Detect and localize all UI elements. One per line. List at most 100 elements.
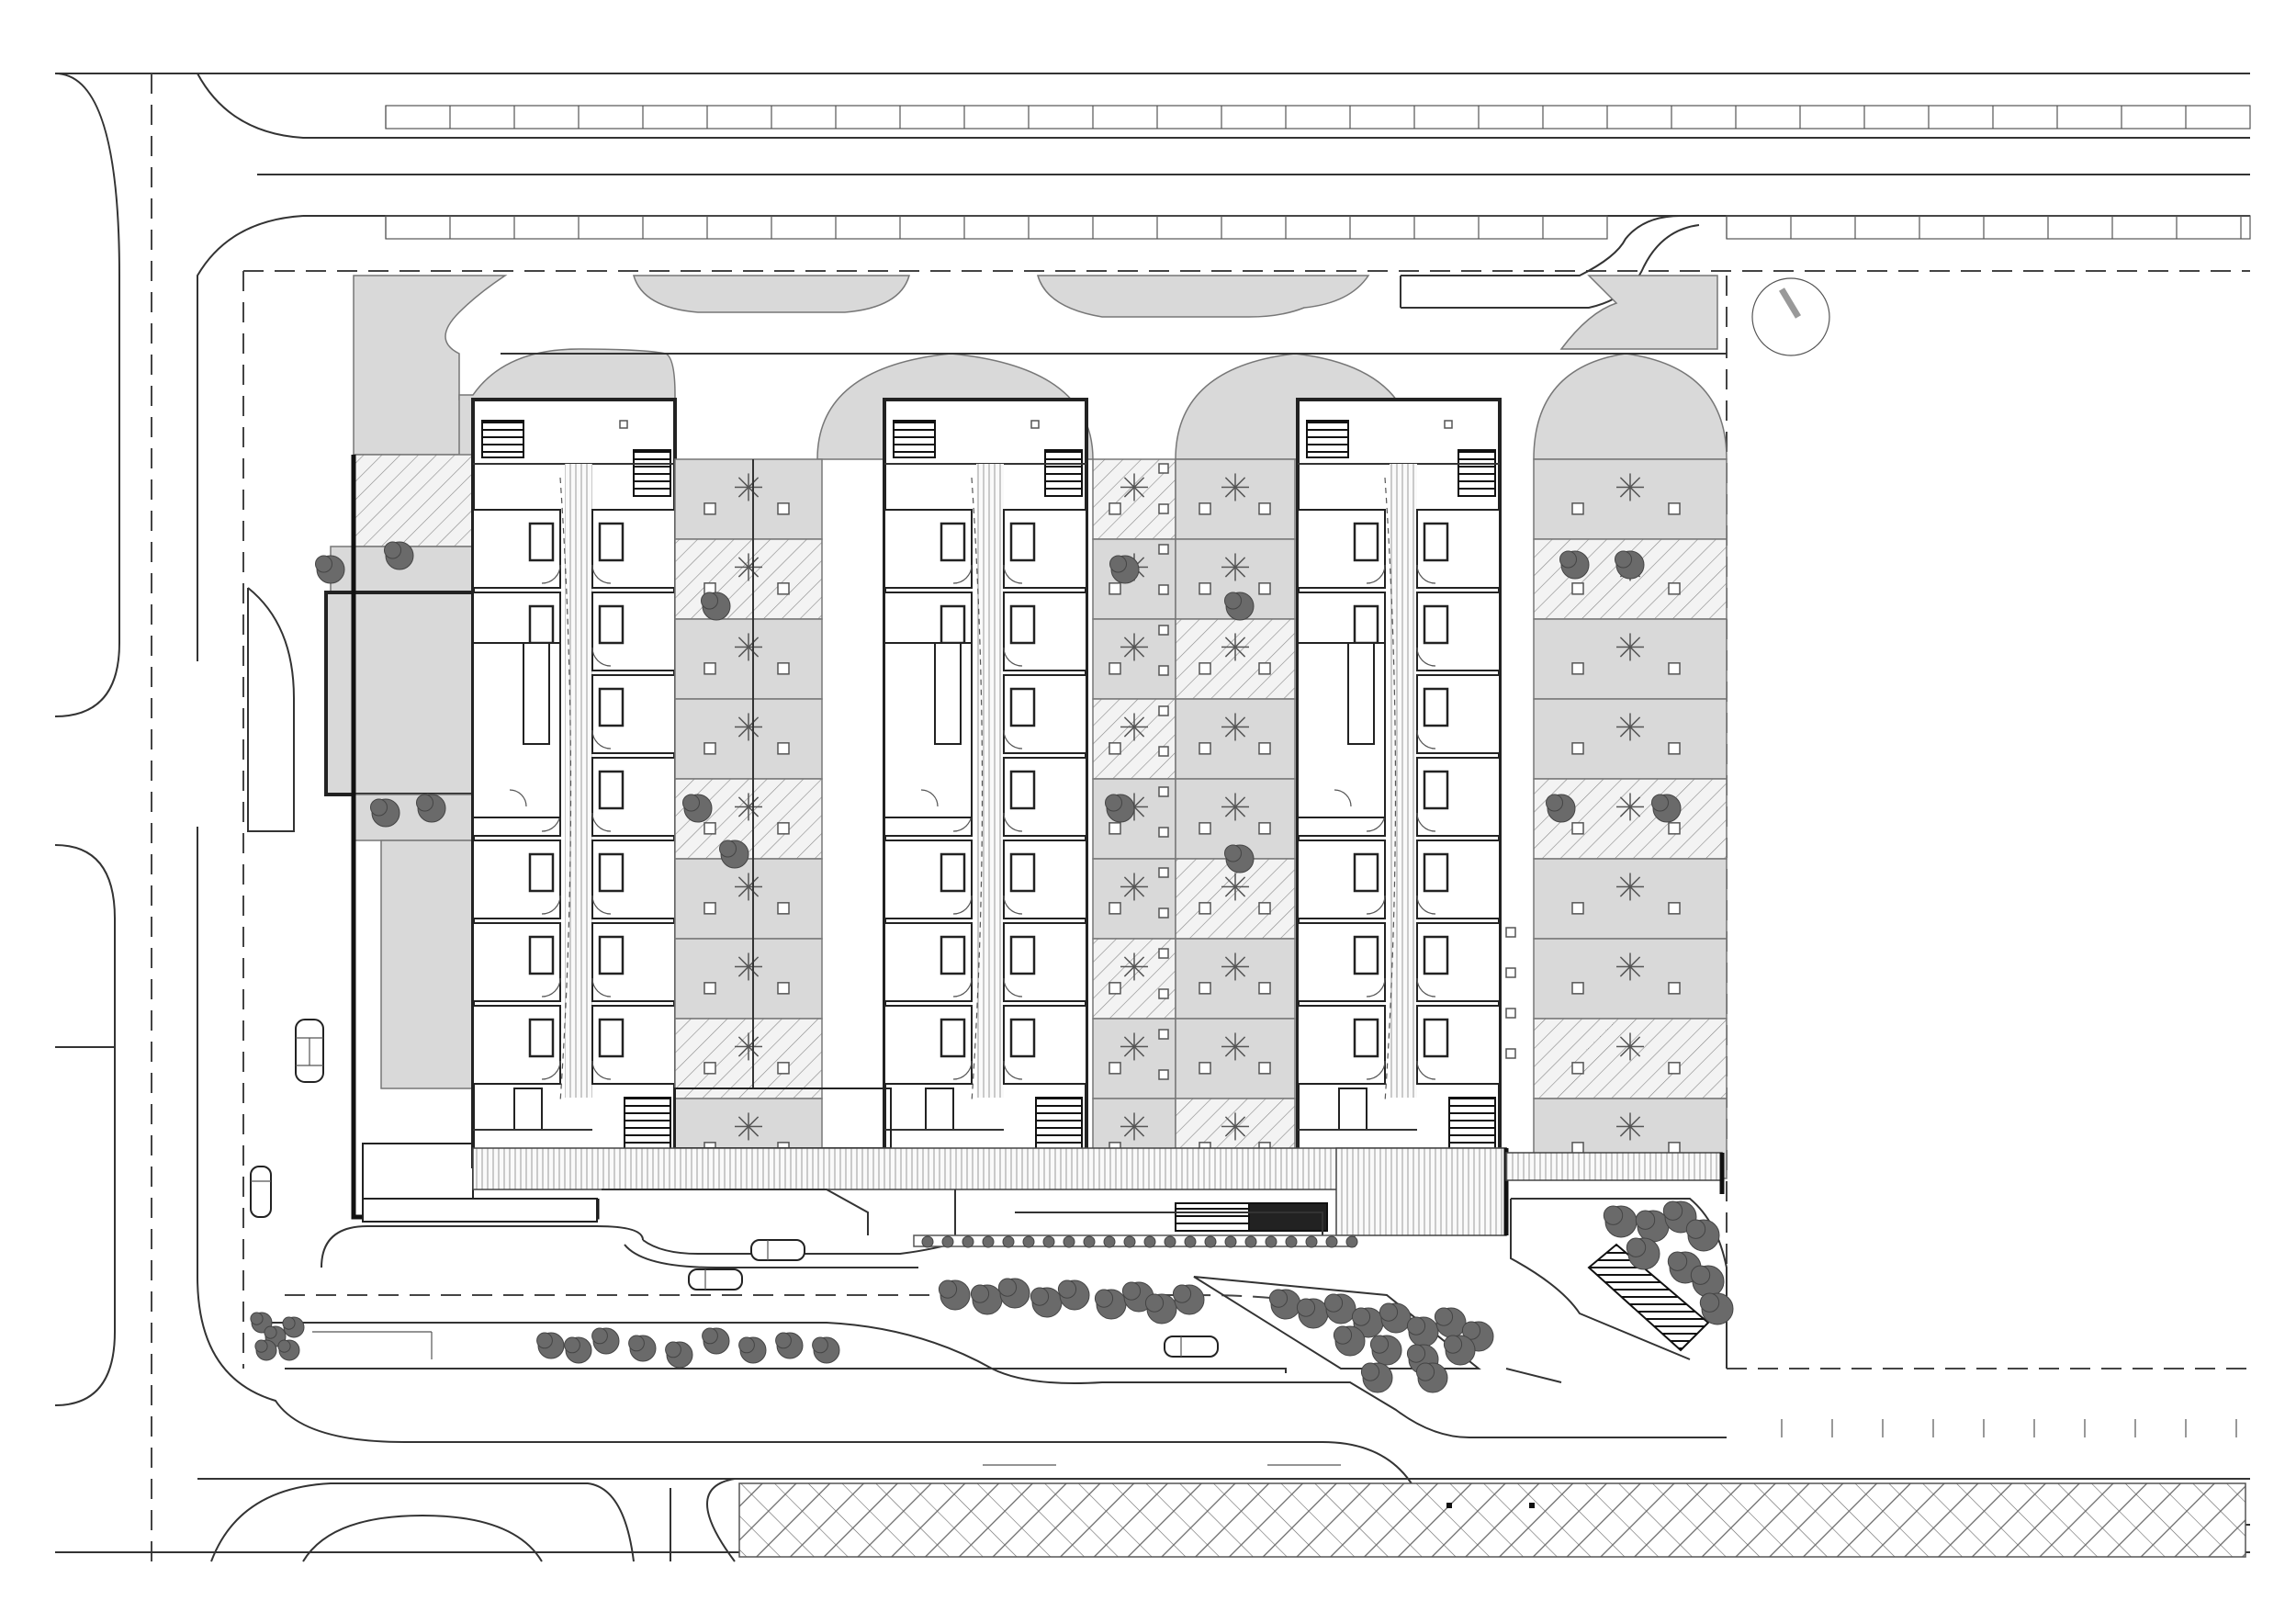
shrub-icon [1265,1235,1277,1248]
central-corridor [1390,464,1417,1098]
shrub-icon [737,1036,749,1047]
tree-icon [282,1316,305,1338]
shrub-icon [1234,716,1246,727]
parked-cars [250,1019,1219,1358]
column-marker [1158,503,1169,514]
tree-icon [1546,794,1576,823]
tree-icon [1406,1316,1439,1347]
door-swing [591,812,612,832]
shrub-icon [1234,876,1246,887]
tree-icon [1360,1362,1393,1393]
light-fixture [1258,982,1271,995]
column-marker [1158,988,1169,999]
door-swing [952,895,973,915]
shrub-icon [1224,477,1236,488]
door-swing [1416,729,1436,750]
bathroom-fixture [1423,604,1449,645]
light-fixture [1199,582,1211,595]
light-fixture [703,742,716,755]
bathroom-fixture [1009,935,1036,975]
bathroom-fixture [598,522,625,562]
shrub-icon [1123,726,1135,738]
shrub-icon [737,486,749,498]
shrub-icon [737,637,749,648]
column-marker [1158,1029,1169,1040]
door-swing [591,1060,612,1080]
tree-icon [1690,1265,1725,1298]
column-marker [1158,544,1169,555]
shrub-icon [1224,876,1236,887]
shrub-icon [1083,1235,1096,1248]
shrub-icon [1184,1235,1197,1248]
planting-bed [1533,1018,1728,1099]
shrub-icon [1234,965,1246,977]
shrub-icon [1133,1125,1145,1137]
elevator-icon [1306,420,1349,458]
central-corridor [565,464,592,1098]
shrub-icon [1123,477,1135,488]
shrub-icon [1123,1045,1135,1057]
shrub-icon [1234,477,1246,488]
shrub-icon [1629,486,1641,498]
light-fixture [1258,1062,1271,1075]
bathroom-fixture [1353,522,1379,562]
shrub-icon [737,477,749,488]
circulation-path [971,477,984,1103]
tree-icon [1333,1325,1366,1357]
service-core [1347,642,1375,745]
parking-strip [385,215,1608,240]
shrub-icon [737,1116,749,1127]
light-fixture [1258,582,1271,595]
bathroom-fixture [1423,770,1449,810]
door-swing [541,1060,561,1080]
column-marker [1158,705,1169,716]
tree-icon [1105,794,1135,823]
shrub-icon [1224,726,1236,738]
column-marker [1158,786,1169,797]
light-fixture [777,902,790,915]
door-swing [1003,647,1023,667]
bathroom-fixture [940,935,966,975]
tree-icon [1651,794,1682,823]
roundabout-marker [1751,277,1830,356]
light-fixture [1571,582,1584,595]
residential-block [471,398,677,1168]
light-fixture [1109,582,1121,595]
bathroom-fixture [598,852,625,893]
tree-icon [1615,550,1645,580]
shrub-icon [1103,1235,1116,1248]
shrub-icon [1619,1125,1631,1137]
column-marker [1158,665,1169,676]
shrub-icon [1234,1045,1246,1057]
door-swing [541,977,561,997]
tree-icon [1172,1284,1205,1315]
tree-icon [1109,555,1140,584]
tree-icon [315,555,345,584]
shrub-icon [1133,956,1145,967]
shrub-icon [1305,1235,1318,1248]
tree-icon [775,1332,804,1359]
shrub-icon [1234,557,1246,568]
light-fixture [777,1062,790,1075]
shrub-icon [1042,1235,1055,1248]
shrub-icon [1629,726,1641,738]
circulation-path [1384,477,1397,1103]
light-fixture [1109,822,1121,835]
shrub-icon [1224,885,1236,897]
shrub-icon [1619,876,1631,887]
tree-icon [1626,1237,1660,1270]
door-swing [1416,895,1436,915]
column-marker [1158,907,1169,919]
bathroom-fixture [940,1018,966,1058]
shrub-icon [1133,806,1145,817]
stair-icon [1044,449,1083,497]
light-fixture [703,982,716,995]
shrub-icon [1022,1235,1035,1248]
column-marker [1158,867,1169,878]
car-icon [295,1019,324,1083]
shrub-icon [1224,646,1236,658]
shrub-icon [1619,477,1631,488]
shrub-icon [748,1125,760,1137]
light-fixture [1668,582,1681,595]
